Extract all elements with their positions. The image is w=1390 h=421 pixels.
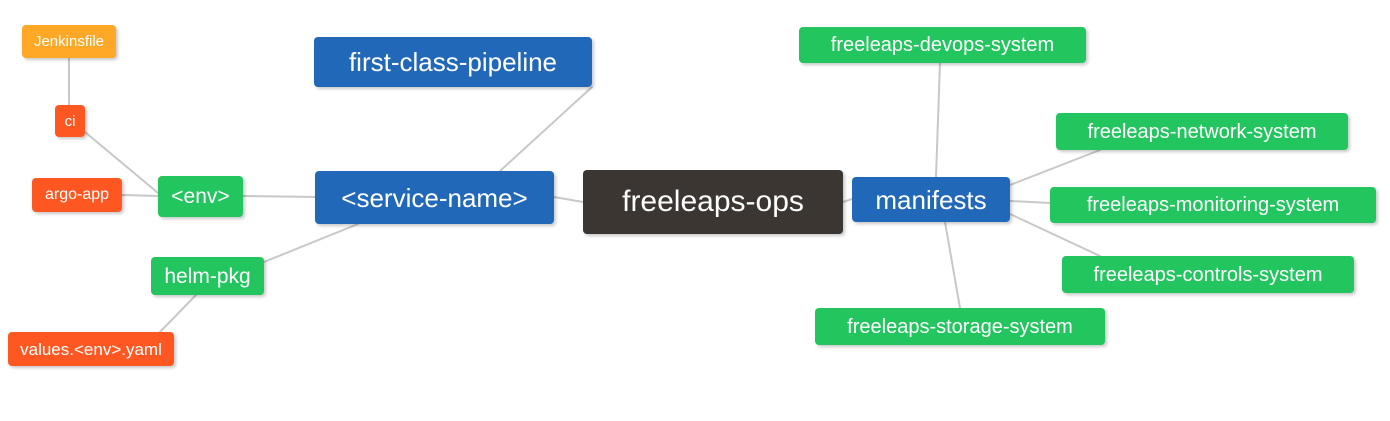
edge-manifests-to-devops-system [935,62,941,178]
mindmap-node-monitoring-system[interactable]: freeleaps-monitoring-system [1050,187,1376,223]
mindmap-node-values-yaml[interactable]: values.<env>.yaml [8,332,174,366]
edge-service-name-to-env [242,195,316,198]
node-label: freeleaps-ops [622,185,804,218]
edge-helm-pkg-to-values-yaml [159,294,197,333]
node-label: argo-app [44,186,110,203]
node-label: Jenkinsfile [33,33,105,50]
node-label: first-class-pipeline [348,47,558,77]
mindmap-node-argo-app[interactable]: argo-app [32,178,122,212]
mindmap-node-network-system[interactable]: freeleaps-network-system [1056,113,1348,150]
node-label: freeleaps-storage-system [847,315,1073,338]
edge-manifests-to-monitoring-system [1009,200,1051,204]
mindmap-node-root[interactable]: freeleaps-ops [583,170,843,234]
node-label: ci [64,112,76,130]
mindmap-node-service-name[interactable]: <service-name> [315,171,554,224]
edge-service-name-to-first-class-pipeline [499,86,593,172]
node-label: freeleaps-monitoring-system [1086,194,1340,216]
node-label: <env> [171,185,230,208]
node-label: freeleaps-devops-system [830,34,1055,56]
mindmap-node-env[interactable]: <env> [158,176,243,217]
mindmap-node-jenkinsfile[interactable]: Jenkinsfile [22,25,116,58]
node-label: freeleaps-network-system [1087,120,1317,143]
node-label: <service-name> [341,182,528,213]
node-label: manifests [875,184,987,215]
mindmap-node-helm-pkg[interactable]: helm-pkg [151,257,264,295]
mindmap-node-storage-system[interactable]: freeleaps-storage-system [815,308,1105,345]
edge-root-to-manifests [842,198,853,203]
mindmap-node-manifests[interactable]: manifests [852,177,1010,222]
edge-manifests-to-network-system [1009,149,1101,186]
edge-service-name-to-helm-pkg [263,223,359,263]
edge-env-to-argo-app [121,194,159,197]
mindmap-node-controls-system[interactable]: freeleaps-controls-system [1062,256,1354,293]
edge-root-to-service-name [553,196,584,203]
node-label: freeleaps-controls-system [1093,263,1323,286]
node-label: values.<env>.yaml [20,339,162,359]
mindmap-node-first-class-pipeline[interactable]: first-class-pipeline [314,37,592,87]
mindmap-node-ci[interactable]: ci [55,105,85,137]
mindmap-node-devops-system[interactable]: freeleaps-devops-system [799,27,1086,63]
node-label: helm-pkg [164,264,251,288]
edge-manifests-to-storage-system [944,221,961,309]
